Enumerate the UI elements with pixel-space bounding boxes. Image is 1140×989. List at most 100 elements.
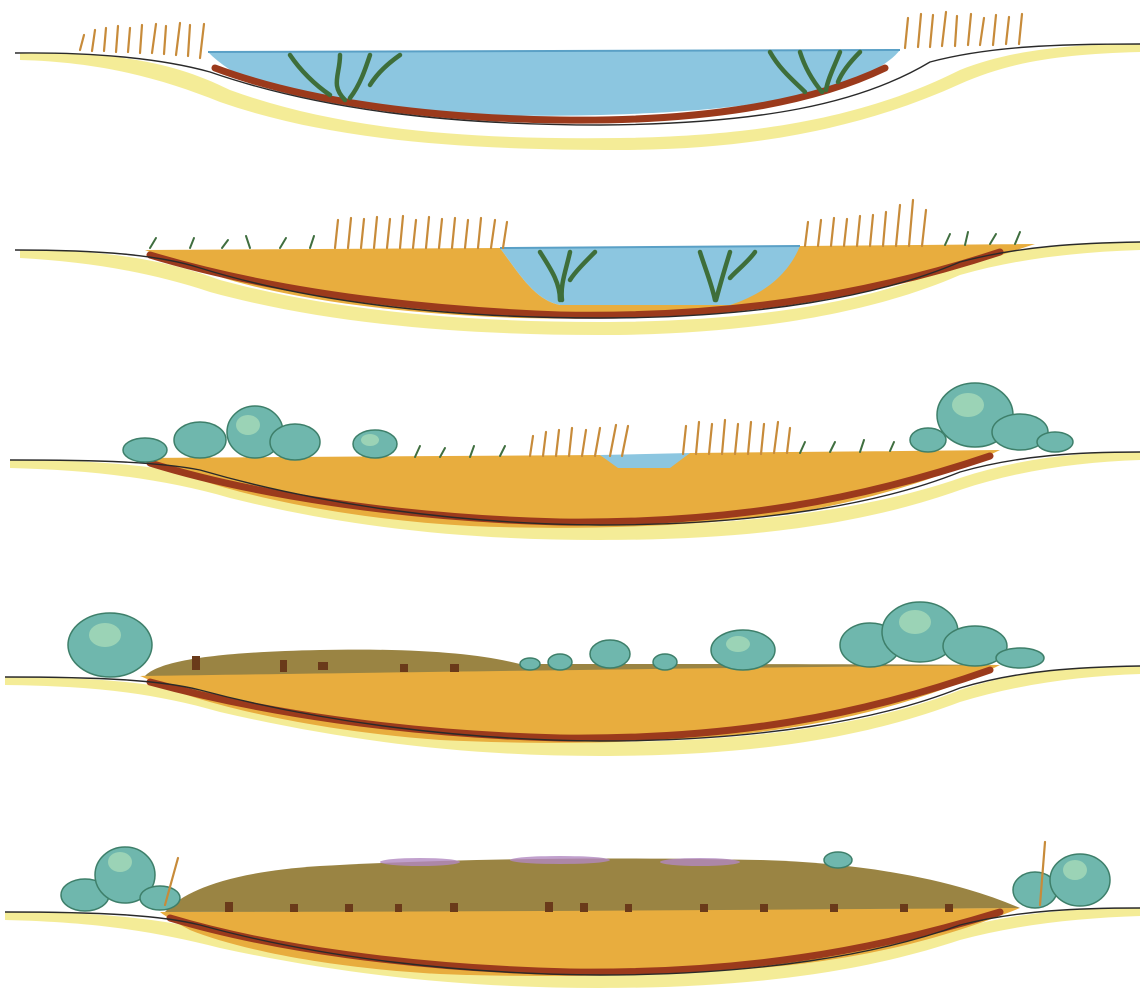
- stage-2-reeds-left: [335, 216, 507, 248]
- stage-5-raised-peat-dome: [165, 858, 1020, 912]
- shrub: [140, 886, 180, 910]
- stage-3-shrubs-left: [123, 406, 397, 462]
- reed: [918, 14, 921, 47]
- tree-stump: [225, 902, 233, 912]
- tree-stump: [318, 662, 328, 670]
- stage-1-reeds-right: [905, 12, 1022, 48]
- grass-tuft: [440, 448, 445, 457]
- reed: [831, 218, 834, 246]
- reed: [465, 220, 468, 248]
- reed: [128, 28, 130, 52]
- shrub: [653, 654, 677, 670]
- shrub-highlight: [899, 610, 931, 634]
- grass-tuft: [246, 236, 250, 248]
- reed: [896, 205, 900, 246]
- stage-4-peat-surface: [5, 602, 1140, 756]
- reed: [857, 216, 860, 246]
- shrub: [996, 648, 1044, 668]
- stage-2-grass-left: [150, 236, 314, 248]
- reed: [569, 428, 572, 456]
- grass-tuft: [830, 442, 835, 452]
- tree-stump: [345, 904, 353, 912]
- grass-tuft: [860, 440, 864, 452]
- tree-stump: [400, 664, 408, 672]
- reed: [582, 430, 586, 456]
- reed: [400, 216, 403, 248]
- reed: [348, 218, 351, 248]
- reed: [556, 430, 559, 456]
- tree-stump: [450, 664, 459, 672]
- stage-3-reeds-right: [683, 420, 790, 454]
- reed: [968, 14, 971, 45]
- reed: [993, 15, 996, 45]
- tree-stump: [760, 904, 768, 912]
- shrub: [123, 438, 167, 462]
- reed: [909, 200, 913, 246]
- grass-tuft: [310, 236, 314, 248]
- shrub-highlight: [726, 636, 750, 652]
- grass-tuft: [965, 232, 968, 245]
- grass-tuft: [415, 446, 420, 457]
- reed: [922, 210, 926, 246]
- tree-stump: [280, 660, 287, 672]
- shrub: [174, 422, 226, 458]
- reed: [478, 218, 481, 248]
- grass-tuft: [945, 234, 950, 245]
- grass-tuft: [890, 442, 894, 451]
- tree-stump: [545, 902, 553, 912]
- reed: [152, 24, 156, 53]
- reed: [104, 28, 106, 51]
- shrub: [1037, 432, 1073, 452]
- reed: [942, 12, 946, 46]
- tree-stump: [625, 904, 632, 912]
- reed: [413, 220, 416, 248]
- stage-3-fen: [10, 383, 1140, 540]
- grass-tuft: [1015, 232, 1020, 244]
- reed: [844, 219, 847, 246]
- stage-3-shrubs-right: [910, 383, 1073, 452]
- reed: [80, 35, 84, 50]
- reed: [543, 432, 546, 456]
- reed: [905, 18, 908, 48]
- reed: [176, 23, 180, 55]
- shrub-highlight: [952, 393, 984, 417]
- grass-tuft: [190, 238, 194, 248]
- reed: [774, 422, 778, 453]
- tree-stump: [945, 904, 953, 912]
- stage-1-reeds-left: [80, 23, 204, 58]
- grass-tuft: [280, 238, 286, 248]
- grass-tuft: [800, 442, 805, 453]
- heather-patch: [510, 856, 610, 864]
- tree-stump: [290, 904, 298, 912]
- grass-tuft: [500, 446, 505, 456]
- tree-stump: [700, 904, 708, 912]
- reed: [930, 15, 933, 47]
- shrub-highlight: [236, 415, 260, 435]
- reed: [1006, 17, 1009, 44]
- reed: [595, 428, 600, 456]
- stage-2-infilling-lake: [15, 200, 1140, 335]
- reed: [610, 425, 616, 456]
- reed: [491, 220, 495, 248]
- stage-2-reeds-right: [805, 200, 926, 246]
- reed: [722, 420, 725, 454]
- reed: [955, 16, 957, 46]
- reed: [683, 426, 686, 454]
- shrub: [590, 640, 630, 668]
- stage-5-raised-bog: [5, 842, 1140, 988]
- shrub-highlight: [89, 623, 121, 647]
- reed: [503, 222, 507, 248]
- reed: [335, 220, 338, 248]
- shrub: [910, 428, 946, 452]
- tree-stump: [830, 904, 838, 912]
- stage-1-open-lake: [15, 12, 1140, 150]
- reed: [530, 436, 533, 456]
- reed: [439, 219, 442, 248]
- reed: [92, 30, 95, 51]
- grass-tuft: [222, 240, 228, 248]
- grass-tuft: [990, 234, 996, 244]
- reed: [709, 424, 712, 454]
- heather-patch: [380, 858, 460, 866]
- grass-tuft: [470, 446, 474, 457]
